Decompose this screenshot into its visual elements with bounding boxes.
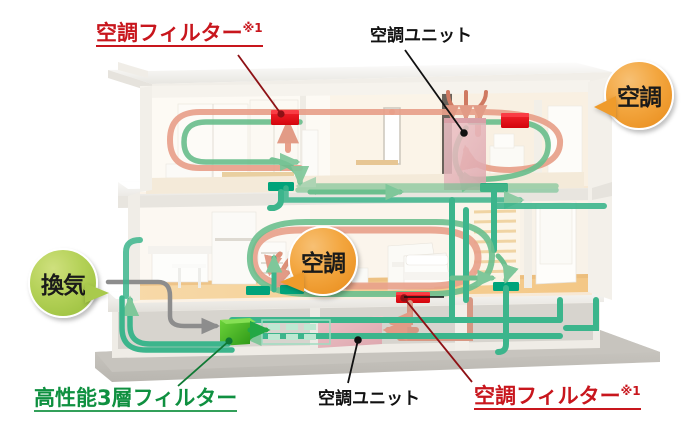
return-duct-2f-right-branch: [283, 185, 525, 210]
left-exterior-wall: [128, 86, 152, 303]
label-triple-filter: 高性能3層フィルター: [34, 386, 238, 413]
label-hvac-filter-bottom-text: 空調フィルター: [474, 384, 621, 408]
hvac-badge-upper: 空調: [594, 60, 674, 130]
fresh-air-intake-duct: [105, 279, 221, 335]
leader-hvac-filter-1f: [400, 294, 473, 383]
leader-triple-filter: [177, 337, 233, 387]
return-duct-2f-lower-branch: [491, 189, 607, 209]
filter-media-grid: [261, 319, 331, 345]
return-air-1f-loop: [246, 219, 496, 297]
hvac-badge-lower: 空調: [280, 226, 358, 296]
roof-eave: [108, 54, 612, 98]
return-grille-1f-a: [246, 286, 270, 295]
return-air-1f-right-room: [449, 253, 519, 287]
hvac-unit-2f-intake-arrows: [444, 90, 488, 122]
label-hvac-filter-top-text: 空調フィルター: [96, 21, 243, 45]
label-hvac-filter-bottom: 空調フィルター※1: [474, 384, 641, 411]
right-exterior-wall: [588, 76, 612, 300]
label-hvac-filter-top: 空調フィルター※1: [96, 21, 263, 48]
label-hvac-filter-top-note: ※1: [242, 21, 263, 35]
leader-hvac-unit-2f: [404, 49, 468, 137]
label-hvac-unit-bottom-text: 空調ユニット: [318, 389, 420, 409]
supply-air-1f-loop: [250, 226, 482, 290]
hvac-filter-2f-right: [501, 113, 529, 128]
ventilation-badge: 換気: [28, 248, 109, 318]
ventilation-badge-tail: [85, 283, 109, 303]
label-hvac-unit-bottom: 空調ユニット: [318, 389, 420, 409]
hvac-badge-upper-tail: [594, 96, 616, 118]
return-riser-right: [449, 197, 509, 355]
hvac-badge-lower-text: 空調: [301, 251, 346, 277]
label-hvac-filter-bottom-note: ※1: [620, 384, 641, 398]
leader-hvac-unit-1f: [347, 336, 362, 384]
label-hvac-unit-top-text: 空調ユニット: [370, 26, 472, 46]
hvac-badge-upper-text: 空調: [617, 85, 662, 111]
exhaust-air-duct: [119, 295, 235, 353]
hvac-badge-lower-tail: [280, 272, 304, 292]
leader-hvac-filter-2f: [237, 54, 285, 118]
ventilation-badge-text: 換気: [41, 273, 86, 299]
label-hvac-unit-top: 空調ユニット: [370, 26, 472, 46]
return-riser-left: [123, 237, 143, 299]
supply-air-2f-left: [166, 109, 395, 171]
label-triple-filter-text: 高性能3層フィルター: [34, 386, 238, 410]
